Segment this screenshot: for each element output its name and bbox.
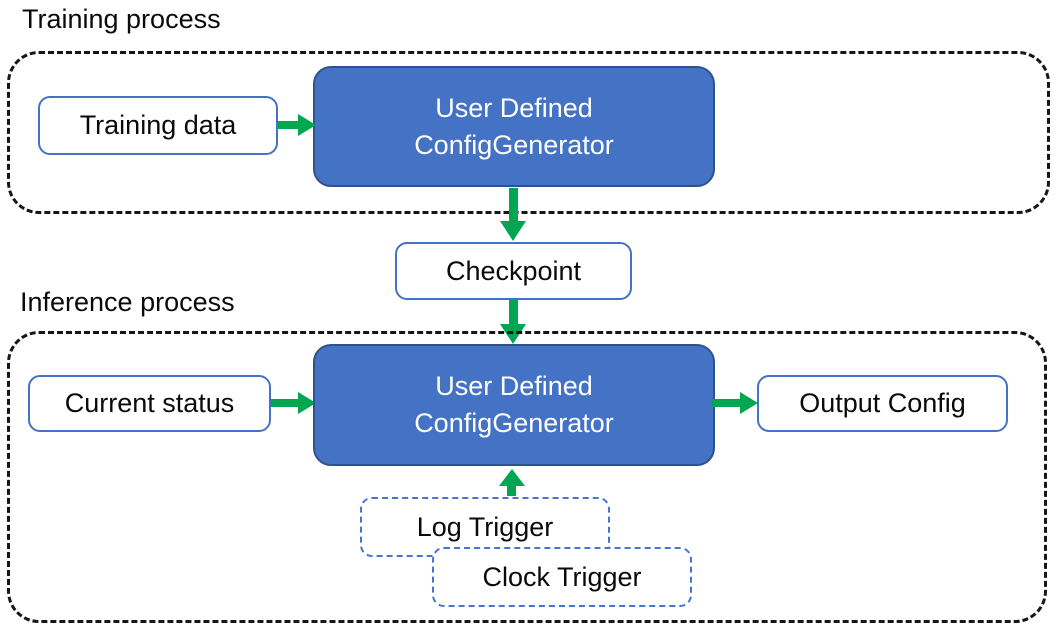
arrow-head-icon xyxy=(500,324,526,344)
training-process-container xyxy=(7,51,1050,214)
training-data-label: Training data xyxy=(79,110,237,140)
inference-config-generator-label-line2: ConfigGenerator xyxy=(414,408,614,438)
arrow-checkpoint-to-inference-generator xyxy=(500,300,526,344)
output-config-box: Output Config xyxy=(757,375,1008,432)
arrow-shaft xyxy=(278,121,298,129)
arrow-head-icon xyxy=(498,469,525,486)
inference-process-container xyxy=(7,331,1047,623)
arrow-shaft xyxy=(507,486,516,496)
log-trigger-label: Log Trigger xyxy=(416,511,554,542)
training-config-generator-box: User Defined ConfigGenerator xyxy=(313,66,715,187)
arrow-shaft xyxy=(712,399,740,407)
arrow-generator-to-output-config xyxy=(712,392,758,414)
training-data-box: Training data xyxy=(38,96,278,155)
checkpoint-box: Checkpoint xyxy=(395,242,632,300)
inference-config-generator-box: User Defined ConfigGenerator xyxy=(313,344,715,466)
arrow-head-icon xyxy=(500,221,526,241)
current-status-box: Current status xyxy=(28,375,271,432)
training-config-generator-label-line2: ConfigGenerator xyxy=(414,129,614,160)
inference-config-generator-label-line1: User Defined xyxy=(435,371,593,401)
arrow-triggers-to-generator xyxy=(498,469,525,496)
training-section-label: Training process xyxy=(22,4,221,34)
arrow-training-data-to-generator xyxy=(278,114,316,136)
current-status-label: Current status xyxy=(64,388,235,418)
clock-trigger-box: Clock Trigger xyxy=(432,547,692,607)
arrow-head-icon xyxy=(740,392,758,414)
inference-section-label: Inference process xyxy=(20,287,235,317)
checkpoint-label: Checkpoint xyxy=(445,255,582,286)
arrow-head-icon xyxy=(298,114,316,136)
clock-trigger-label: Clock Trigger xyxy=(482,561,642,592)
arrow-shaft xyxy=(508,300,518,324)
arrow-shaft xyxy=(271,399,298,407)
arrow-current-status-to-generator xyxy=(271,392,316,414)
output-config-label: Output Config xyxy=(799,388,966,418)
training-config-generator-label-line1: User Defined xyxy=(435,92,593,123)
arrow-generator-to-checkpoint xyxy=(500,188,526,241)
arrow-shaft xyxy=(508,188,518,221)
arrow-head-icon xyxy=(298,392,316,414)
